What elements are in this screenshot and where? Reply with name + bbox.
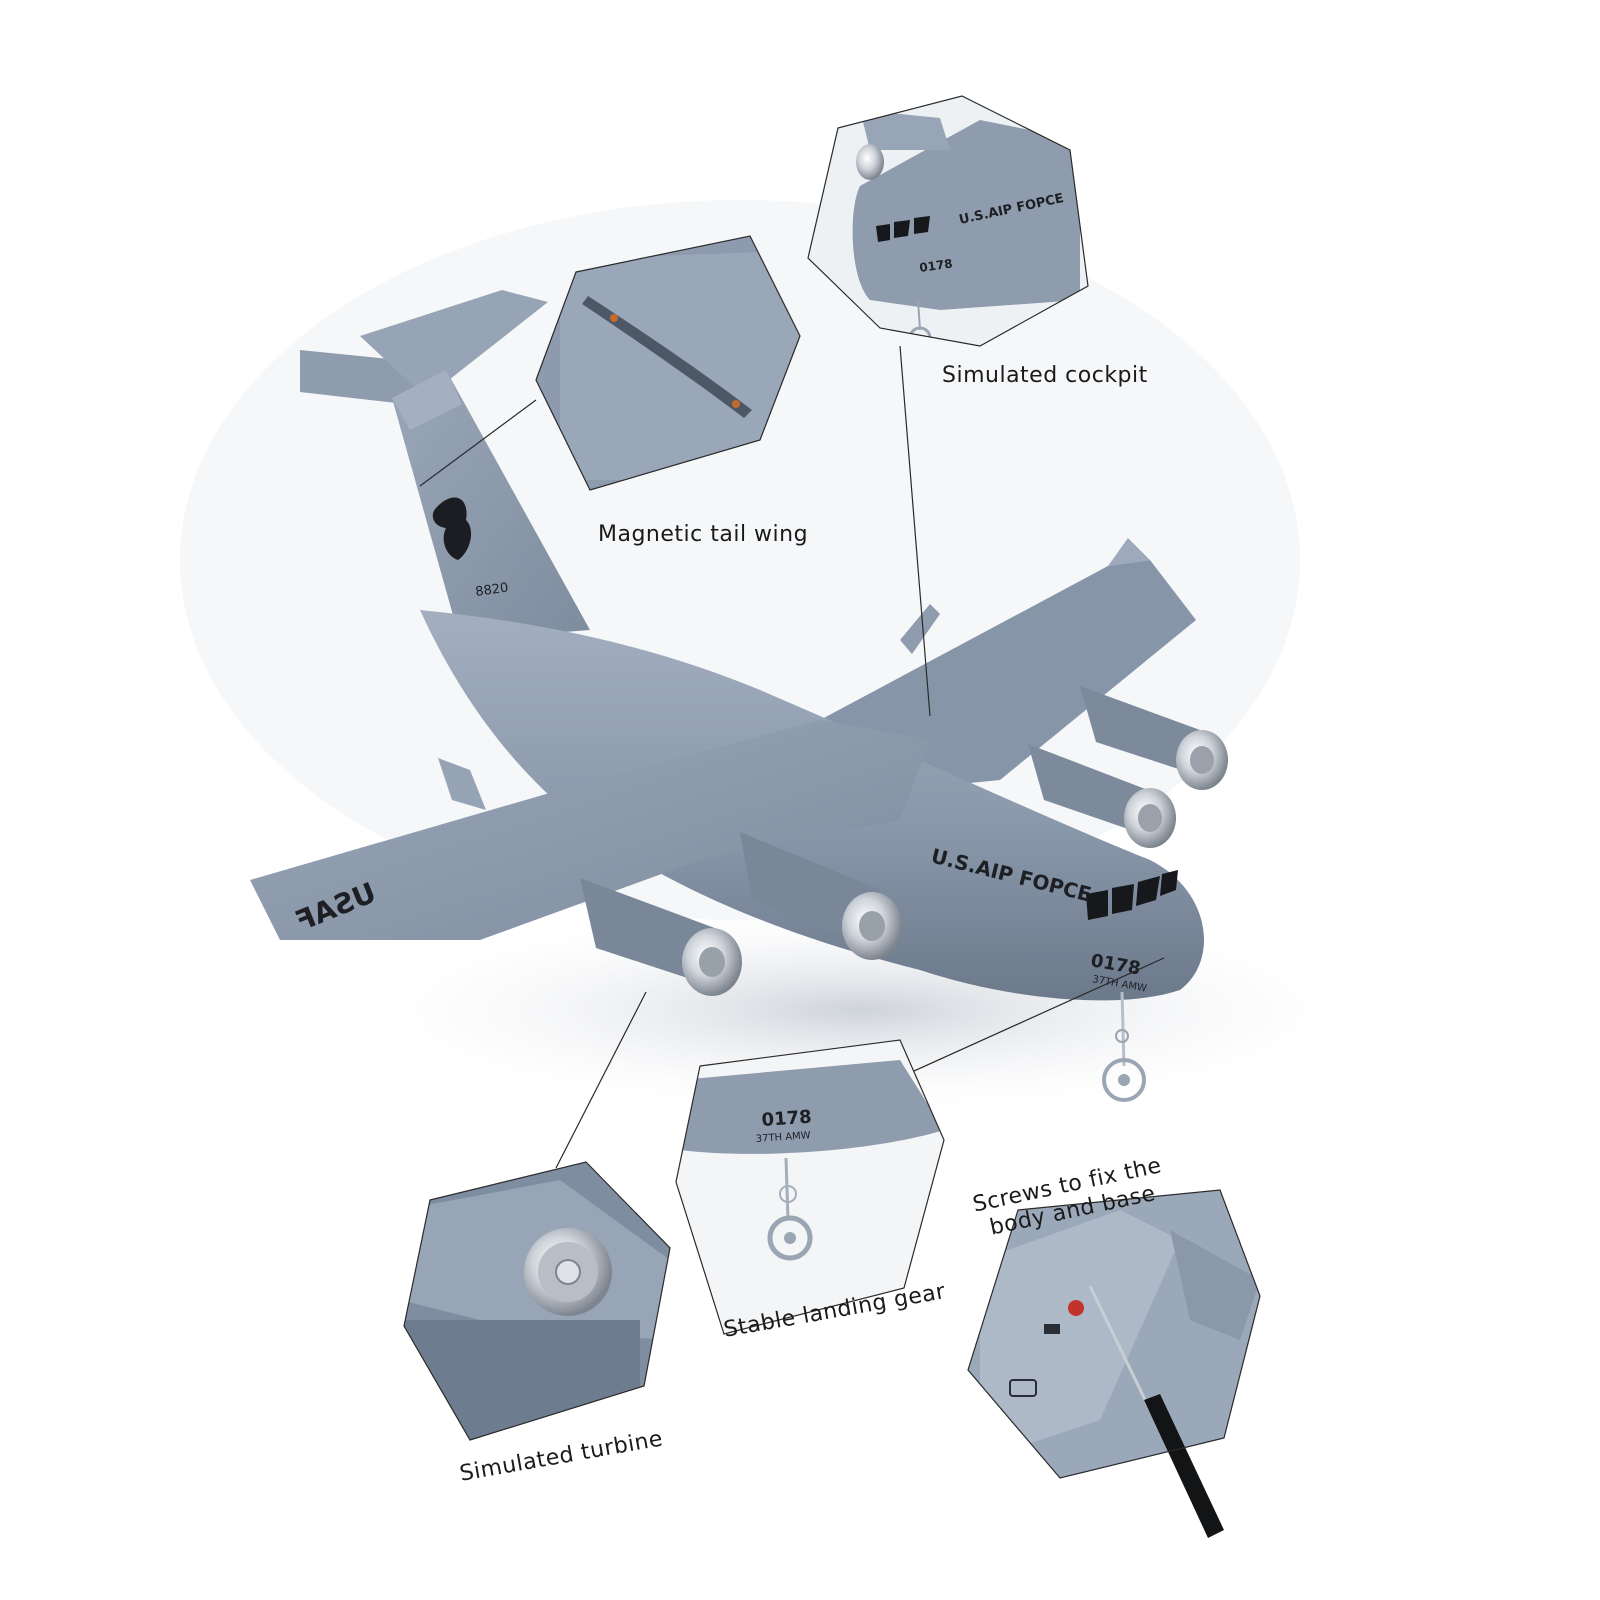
inset-landing-gear: 0178 37TH AMW [675, 1039, 945, 1335]
svg-text:0178: 0178 [918, 256, 953, 275]
inset-screws [967, 1189, 1261, 1538]
vertical-tail-fin [392, 370, 590, 640]
near-wing [250, 720, 930, 940]
aircraft-main: USAF U.S.AIP FOPCE 0178 37TH AMW 8820 [250, 290, 1228, 1102]
callout-magnetic-tail-wing: Magnetic tail wing [598, 522, 809, 547]
svg-text:37TH AMW: 37TH AMW [755, 1130, 811, 1145]
tail-number: 8820 [474, 581, 509, 600]
cockpit-windows [1086, 870, 1178, 920]
callout-lines [419, 345, 1165, 1169]
near-engine-outer [580, 878, 742, 996]
inset-turbine [403, 1161, 671, 1441]
eagle-emblem [432, 497, 472, 560]
screwdriver-shaft [1088, 1285, 1152, 1411]
inset-tail-wing [535, 235, 801, 491]
screwdriver-handle [1144, 1394, 1224, 1538]
far-engine-outer [1080, 686, 1228, 790]
nose-landing-gear [1102, 991, 1146, 1102]
callout-simulated-cockpit: Simulated cockpit [942, 363, 1148, 388]
far-engine-inner [1028, 744, 1176, 848]
inset-cockpit: U.S.AIP FOPCE 0178 [807, 95, 1089, 347]
right-stabilizer [360, 290, 548, 398]
far-wing [820, 560, 1196, 790]
near-engine-inner [740, 832, 902, 960]
svg-text:0178: 0178 [761, 1107, 812, 1131]
